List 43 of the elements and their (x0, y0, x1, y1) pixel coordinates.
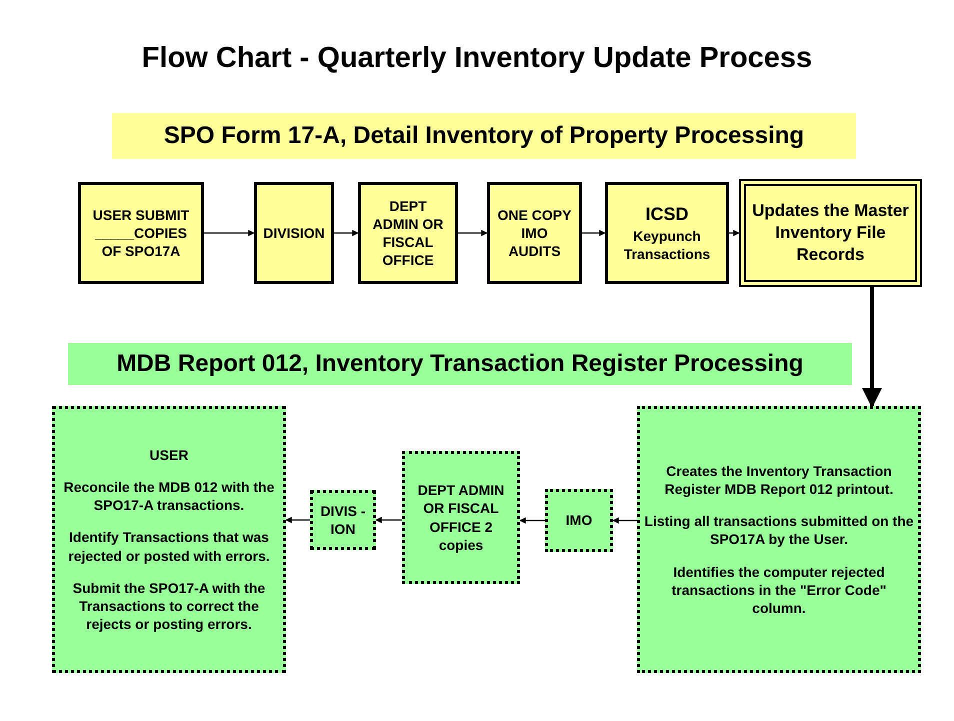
arrow (612, 517, 637, 524)
box-text: DIVISION (263, 224, 325, 242)
arrow (375, 516, 402, 524)
box-heading: Creates the Inventory Transaction Register MDB Report 012 printout. (664, 462, 894, 498)
box-text: DEPT ADMIN OR FISCAL OFFICE (372, 196, 444, 270)
process-box (78, 182, 204, 284)
box-text: IMO (566, 511, 592, 530)
process-box (487, 182, 582, 284)
banner-heading: SPO Form 17-A, Detail Inventory of Property Processing (164, 121, 804, 152)
arrow (285, 516, 310, 524)
section-banner (68, 343, 852, 385)
arrow (458, 230, 488, 236)
title: Flow Chart - Quarterly Inventory Update Process (140, 42, 814, 75)
process-box (739, 179, 922, 287)
box-text: DIVIS -ION (319, 502, 367, 538)
box-text: Identifies the computer rejected transactions in the "Error Code" column. (670, 562, 888, 618)
banner-heading: MDB Report 012, Inventory Transaction Register Processing (116, 349, 804, 380)
box-text: Keypunch Transactions (622, 226, 712, 263)
box-text: ONE COPY IMO AUDITS (496, 206, 572, 260)
box-text: DEPT ADMIN OR FISCAL OFFICE 2 copies (416, 481, 506, 554)
process-box (254, 182, 334, 284)
box-text: Reconcile the MDB 012 with the SPO17-A transactions. (62, 478, 276, 514)
process-box (52, 406, 286, 673)
box-text: ICSD (645, 203, 688, 226)
process-box (358, 182, 458, 284)
box-text: Submit the SPO17-A with the Transactions to correct the rejects or posting errors. (72, 578, 266, 634)
arrow (729, 230, 740, 236)
arrow (862, 287, 882, 408)
box-heading: USER (150, 446, 188, 464)
box-text: Identify Transactions that was rejected or posted with errors. (67, 528, 271, 565)
arrow (519, 517, 545, 524)
box-text: Updates the Master Inventory File Records (751, 200, 910, 266)
arrow (334, 230, 359, 236)
box-text: Listing all transactions submitted on the SPO17A by the User. (644, 512, 914, 549)
box-text: USER SUBMIT _____COPIES OF SPO17A (92, 206, 190, 260)
process-box (637, 406, 921, 673)
process-box (605, 182, 729, 284)
process-box (545, 489, 613, 552)
process-box (310, 490, 376, 550)
arrow (582, 230, 606, 236)
process-box (402, 451, 520, 584)
arrow (204, 230, 255, 236)
section-banner (112, 113, 856, 159)
